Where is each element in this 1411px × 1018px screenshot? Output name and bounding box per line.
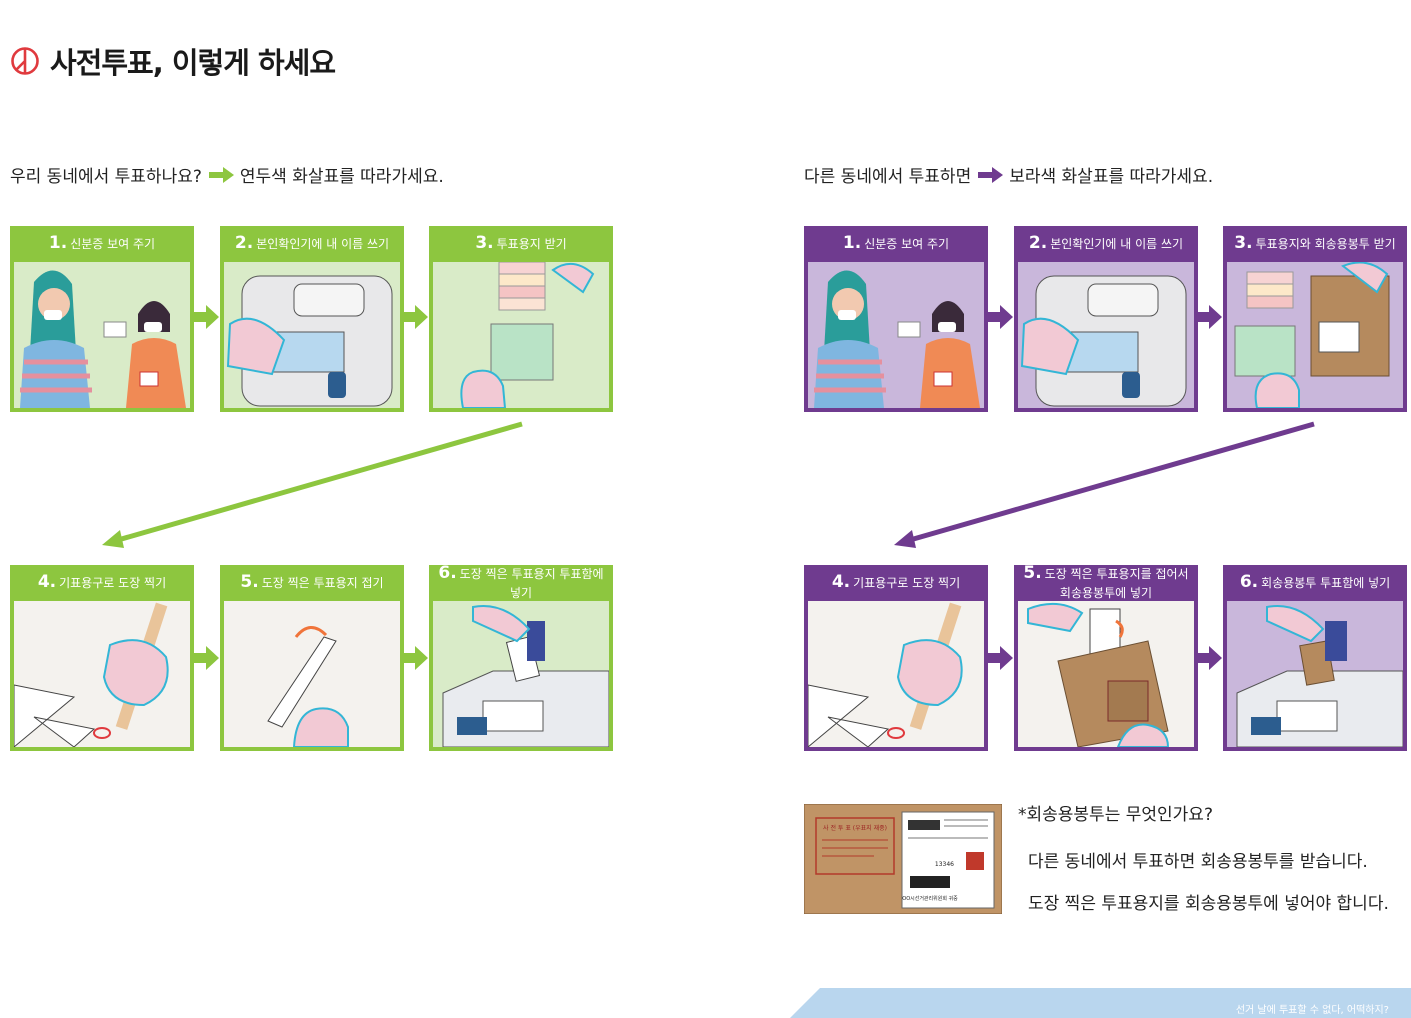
note-answer-1: 다른 동네에서 투표하면 회송용봉투를 받습니다. (1028, 852, 1368, 872)
return-envelope-image: 사 전 투 표 (우표지 재중) 13346 OO시선거관리위원회 귀중 (803, 803, 1003, 915)
ballot-and-envelope-illustration (1234, 262, 1390, 408)
right-step-3-card: 3.투표용지와 회송용봉투 받기 (1223, 226, 1407, 412)
right-step-5-card: 5.도장 찍은 투표용지를 접어서 회송용봉투에 넣기 (1014, 563, 1198, 751)
step-header: 3.투표용지와 회송용봉투 받기 (1227, 226, 1403, 262)
stamping-illustration (14, 601, 190, 747)
purple-diagonal-arrow-icon (894, 421, 1315, 548)
right-intro-before: 다른 동네에서 투표하면 (804, 167, 972, 187)
note-answer-2: 도장 찍은 투표용지를 회송용봉투에 넣어야 합니다. (1028, 894, 1389, 914)
footer-text: 선거 날에 투표할 수 없다, 어떡하지? (1235, 1005, 1389, 1016)
note-question: *회송용봉투는 무엇인가요? (1018, 805, 1213, 825)
vote-stamp-icon (11, 47, 39, 75)
right-step-2-card: 2.본인확인기에 내 이름 쓰기 (1014, 226, 1198, 412)
diagonal-arrows (102, 421, 1315, 548)
left-step-4-card: 4.기표용구로 도장 찍기 (10, 565, 194, 751)
footer-band (790, 988, 1411, 1018)
stamping-illustration (808, 601, 984, 747)
right-step-6-card: 6.회송용봉투 투표함에 넣기 (1223, 565, 1407, 751)
purple-step-arrow-icon (1197, 305, 1222, 329)
step-header: 2.본인확인기에 내 이름 쓰기 (224, 226, 400, 262)
left-step-3-card: 3.투표용지 받기 (429, 226, 613, 412)
show-id-illustration (814, 270, 980, 408)
green-step-arrow-icon (403, 305, 428, 329)
page-title: 사전투표, 이렇게 하세요 (10, 40, 336, 82)
step-header: 4.기표용구로 도장 찍기 (808, 565, 984, 601)
left-step-6-card: 6.도장 찍은 투표용지 투표함에 넣기 (429, 563, 613, 751)
purple-step-arrow-icon (988, 305, 1013, 329)
left-intro-after: 연두색 화살표를 따라가세요. (239, 167, 444, 187)
left-step-2-card: 2.본인확인기에 내 이름 쓰기 (220, 226, 404, 412)
page-title-text: 사전투표, 이렇게 하세요 (50, 46, 336, 80)
step-header: 2.본인확인기에 내 이름 쓰기 (1018, 226, 1194, 262)
left-step-5-card: 5.도장 찍은 투표용지 접기 (220, 565, 404, 751)
envelope-barcode-number: 13346 (935, 861, 954, 868)
purple-arrow-icon (978, 166, 1004, 183)
right-step-4-card: 4.기표용구로 도장 찍기 (804, 565, 988, 751)
left-intro-before: 우리 동네에서 투표하나요? (10, 167, 202, 187)
ballot-box-illustration (442, 605, 609, 747)
right-step-1-card: 1.신분증 보여 주기 (804, 226, 988, 412)
green-diagonal-arrow-icon (102, 421, 523, 548)
ballot-papers-illustration (460, 262, 595, 408)
id-machine-illustration (226, 275, 393, 407)
green-step-arrow-icon (194, 305, 219, 329)
step-header: 6.도장 찍은 투표용지 투표함에 넣기 (433, 563, 609, 601)
folding-illustration (224, 601, 400, 747)
purple-step-arrow-icon (988, 646, 1013, 670)
step-header: 4.기표용구로 도장 찍기 (14, 565, 190, 601)
green-arrow-icon (208, 166, 234, 183)
step-header: 6.회송용봉투 투표함에 넣기 (1227, 565, 1403, 601)
purple-step-arrow-icon (1197, 646, 1222, 670)
right-intro: 다른 동네에서 투표하면 보라색 화살표를 따라가세요. (804, 162, 1213, 187)
step-header: 5.도장 찍은 투표용지 접기 (224, 565, 400, 601)
envelope-insert-illustration (1018, 601, 1194, 747)
envelope-stamp-title: 사 전 투 표 (우표지 재중) (823, 824, 887, 832)
green-step-arrow-icon (403, 646, 428, 670)
left-intro: 우리 동네에서 투표하나요? 연두색 화살표를 따라가세요. (10, 162, 444, 187)
step-header: 1.신분증 보여 주기 (14, 226, 190, 262)
ballot-box-illustration (1236, 605, 1403, 747)
id-machine-illustration (1020, 275, 1187, 407)
show-id-illustration (20, 270, 186, 408)
step-header: 5.도장 찍은 투표용지를 접어서 회송용봉투에 넣기 (1018, 563, 1194, 601)
green-step-arrow-icon (194, 646, 219, 670)
envelope-recipient: OO시선거관리위원회 귀중 (902, 895, 958, 902)
right-intro-after: 보라색 화살표를 따라가세요. (1009, 167, 1214, 187)
return-envelope-note: *회송용봉투는 무엇인가요? 다른 동네에서 투표하면 회송용봉투를 받습니다.… (1018, 800, 1389, 914)
step-header: 3.투표용지 받기 (433, 226, 609, 262)
left-step-1-card: 1.신분증 보여 주기 (10, 226, 194, 412)
step-header: 1.신분증 보여 주기 (808, 226, 984, 262)
